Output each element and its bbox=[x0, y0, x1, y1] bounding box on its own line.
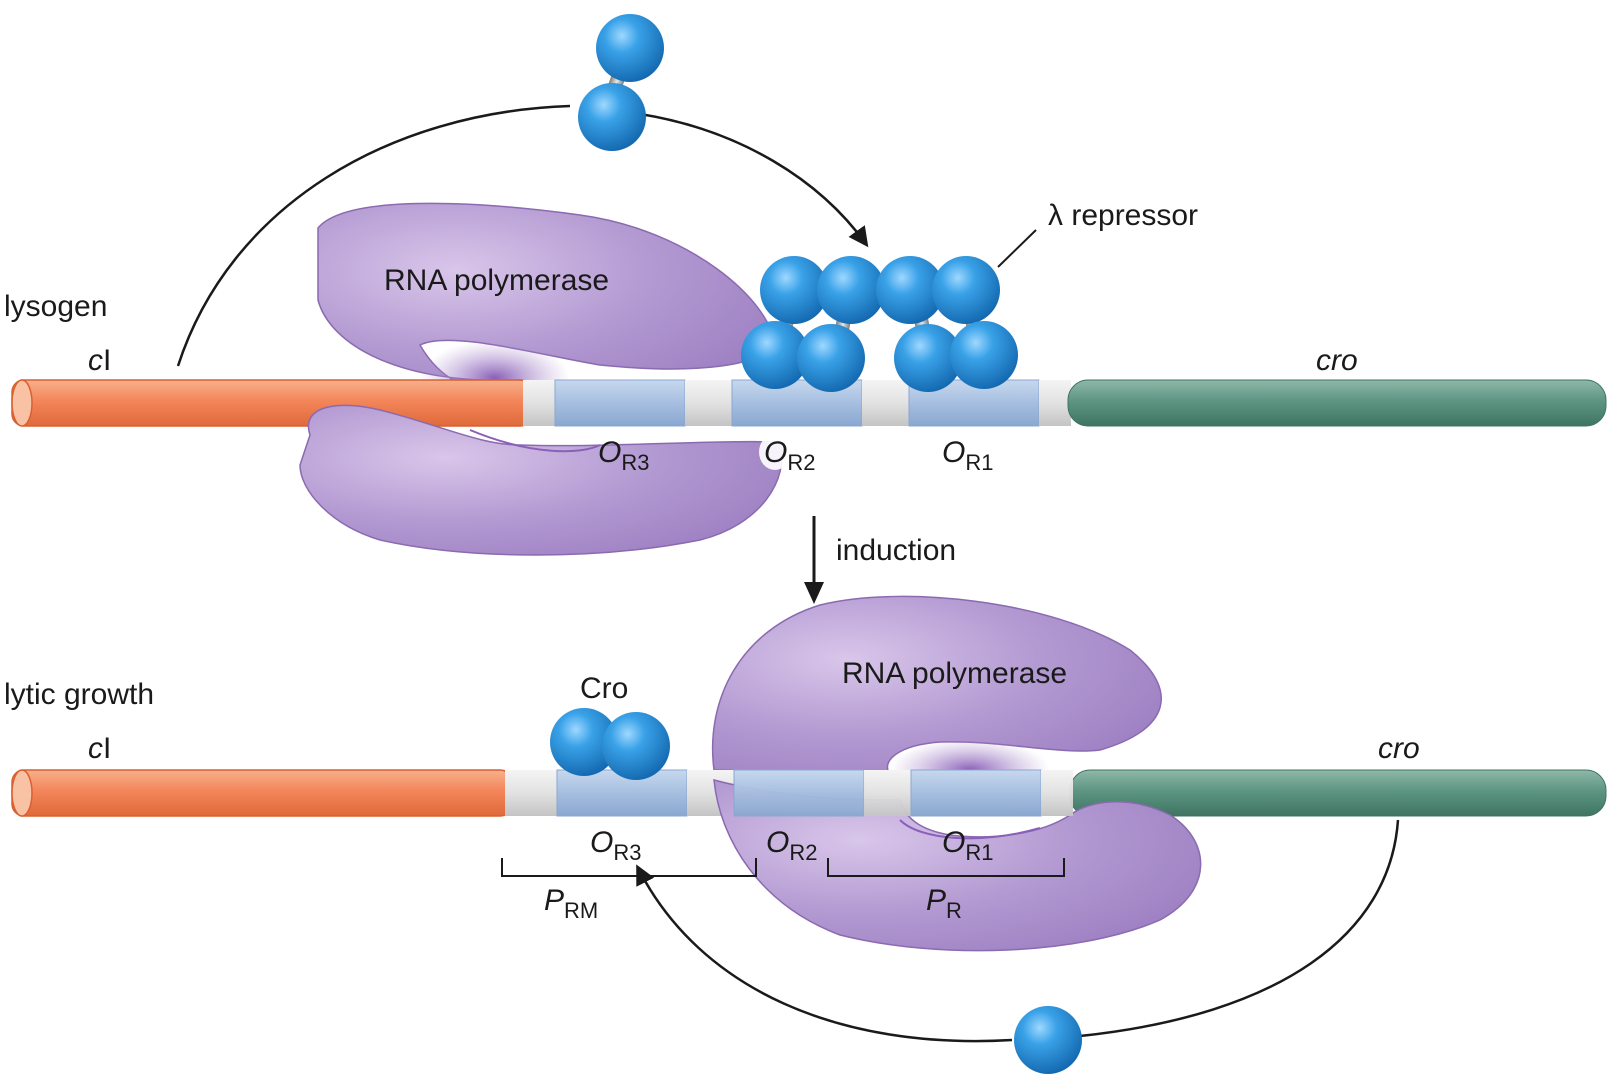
cro-dimer-icon bbox=[550, 708, 670, 780]
top-polymerase-label: RNA polymerase bbox=[384, 264, 609, 297]
top-operator-R3-label: OR3 bbox=[598, 436, 649, 475]
top-state-label: lysogen bbox=[4, 290, 107, 323]
repressor-leader-line bbox=[997, 229, 1037, 268]
bottom-panel: lytic growth cI cro RNA polymerase Cro O… bbox=[4, 595, 1607, 1074]
top-rna-polymerase-lower-lobe bbox=[299, 404, 783, 556]
bottom-cI-label: cI bbox=[88, 732, 111, 765]
top-cI-gene-segment bbox=[11, 379, 533, 427]
bottom-feedback-arrow bbox=[638, 819, 1400, 1043]
bottom-polymerase-label: RNA polymerase bbox=[842, 657, 1067, 690]
bottom-operator-R2-label: OR2 bbox=[766, 826, 817, 865]
top-cro-gene-segment bbox=[1067, 379, 1607, 427]
promoter-PRM-label: PRM bbox=[544, 884, 598, 923]
bottom-state-label: lytic growth bbox=[4, 678, 154, 711]
free-repressor-dimer-icon bbox=[578, 14, 664, 151]
bottom-cro-label: cro bbox=[1378, 732, 1420, 765]
cro-protein-label: Cro bbox=[580, 672, 628, 705]
bottom-operator-R3-label: OR3 bbox=[590, 826, 641, 865]
top-operator-R1-label: OR1 bbox=[942, 436, 993, 475]
top-feedback-arrow bbox=[176, 104, 866, 367]
top-operator-R2-label: OR2 bbox=[764, 436, 815, 475]
top-panel: lysogen cI cro RNA polymerase λ represso… bbox=[4, 14, 1607, 556]
bottom-operator-R1-label: OR1 bbox=[942, 826, 993, 865]
repressor-label: λ repressor bbox=[1048, 199, 1198, 232]
promoter-PR-label: PR bbox=[926, 884, 962, 923]
bottom-cI-gene-segment bbox=[11, 769, 513, 817]
promoter-PR-bracket bbox=[827, 858, 1065, 877]
top-dna bbox=[11, 379, 1607, 427]
top-cI-label: cI bbox=[88, 344, 111, 377]
induction-label: induction bbox=[836, 534, 956, 567]
free-cro-monomer-icon bbox=[1014, 1006, 1082, 1074]
top-cro-label: cro bbox=[1316, 344, 1358, 377]
bound-repressor-dimers-icon bbox=[741, 256, 1018, 392]
transition: induction bbox=[804, 516, 956, 604]
